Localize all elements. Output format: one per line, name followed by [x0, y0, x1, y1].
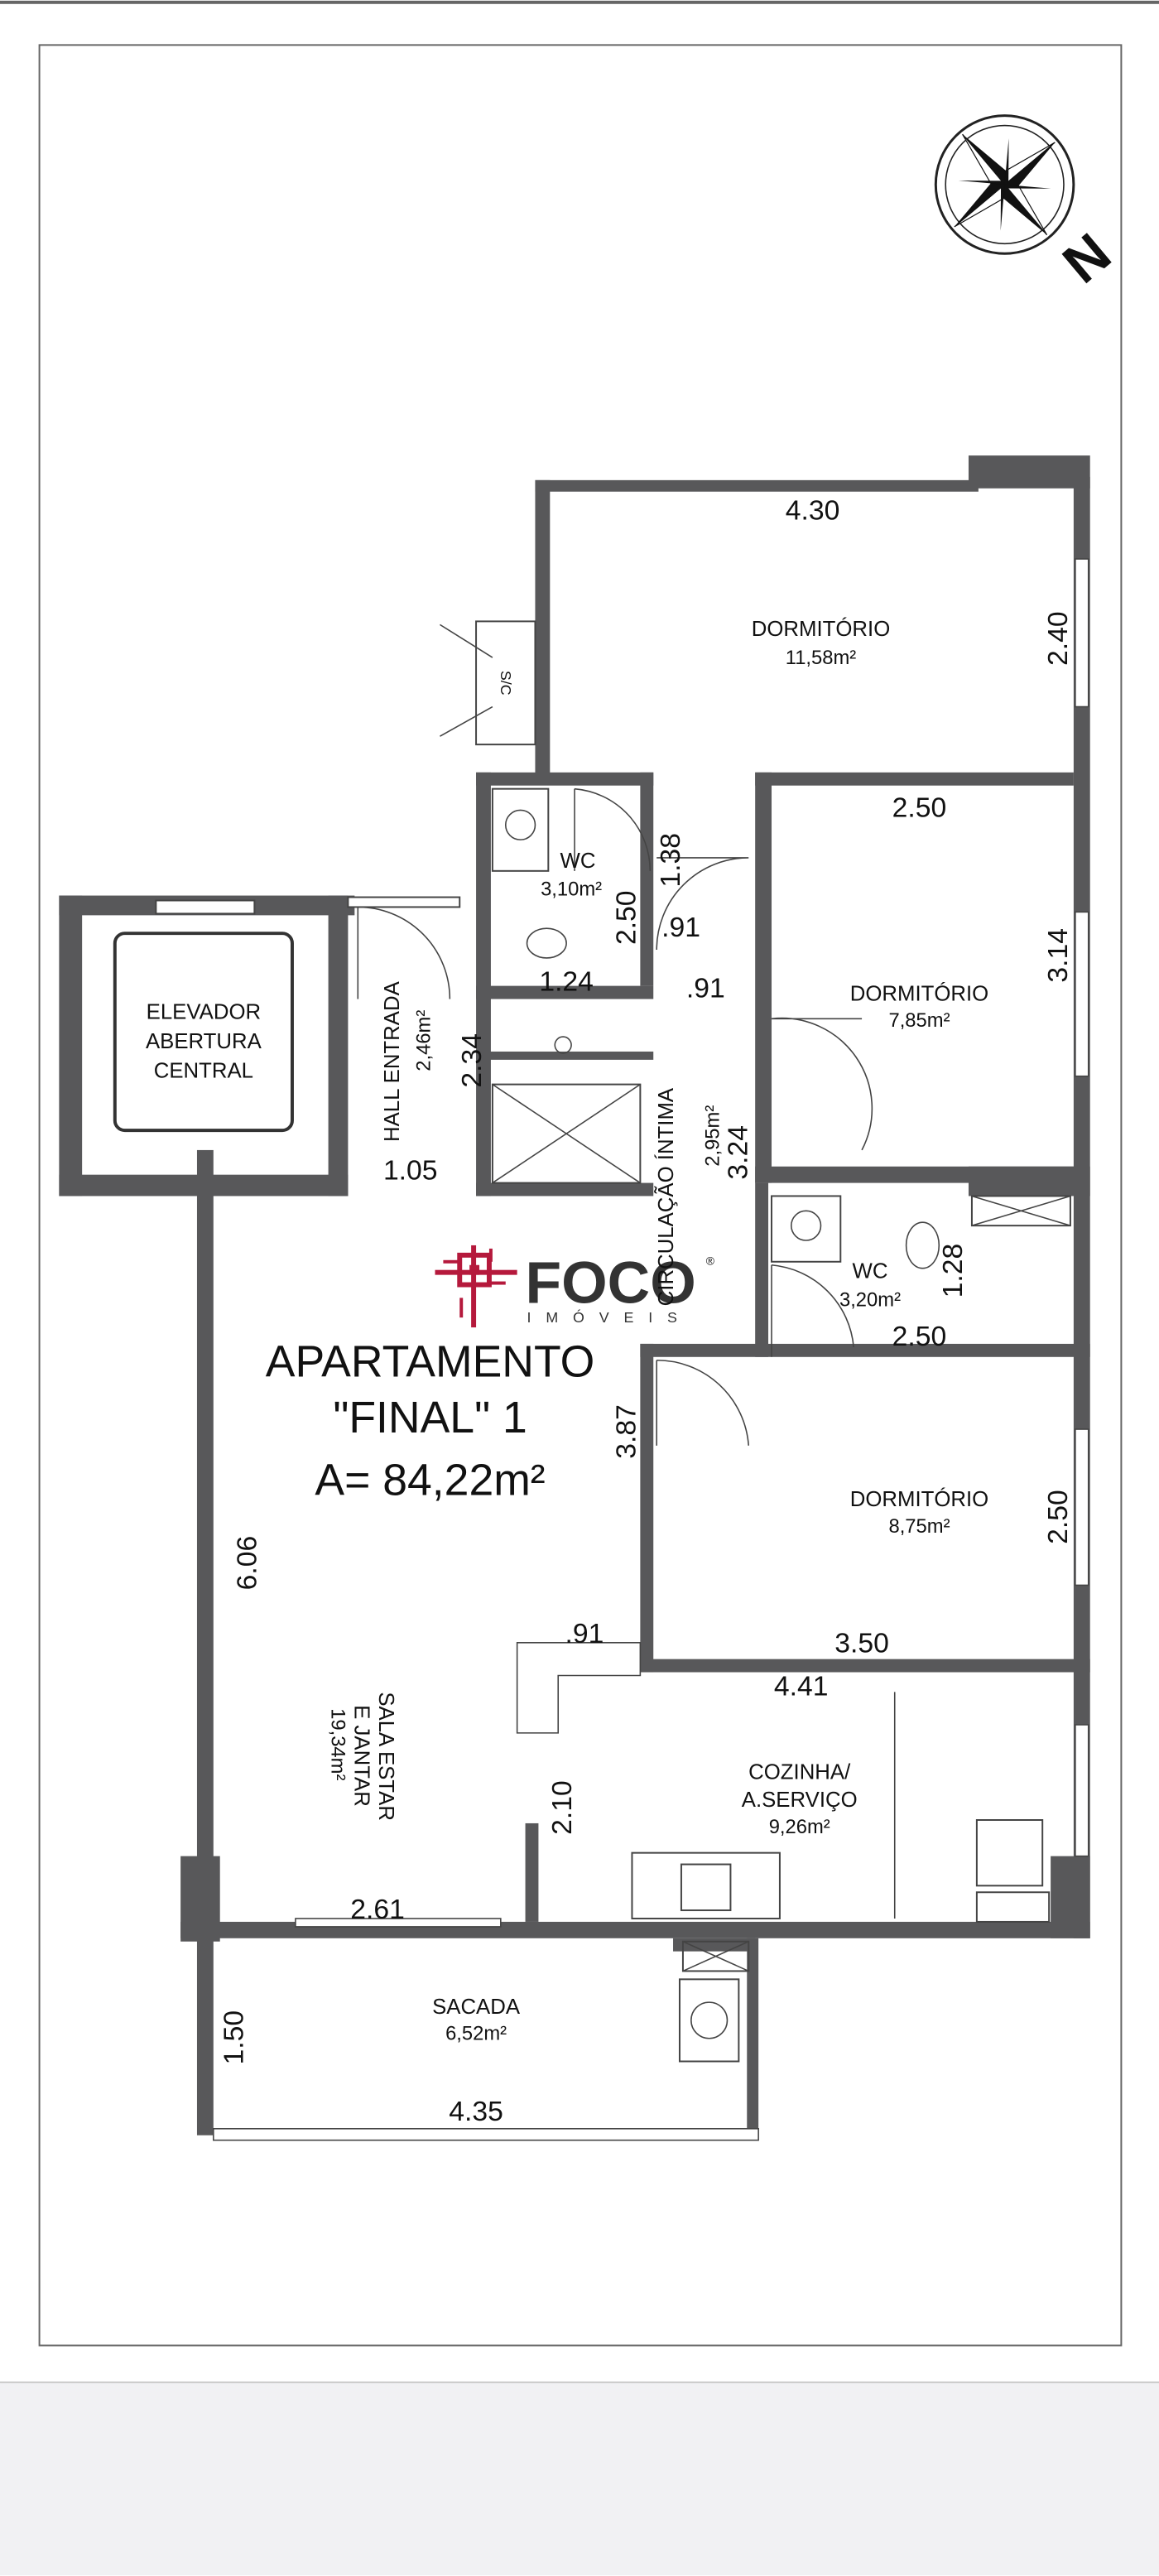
dim: 1.50 [218, 2010, 249, 2065]
dim: 2.50 [892, 792, 947, 823]
wc2-name: WC [853, 1260, 888, 1283]
dim: 3.50 [834, 1628, 889, 1659]
dim: 3.24 [722, 1125, 753, 1180]
bottom-gray-area [0, 2381, 1159, 2576]
wc1-area: 3,10m² [541, 879, 602, 901]
circ-name: CIRCULAÇÃO ÍNTIMA [654, 1087, 678, 1306]
apartment-title: APARTAMENTO [266, 1338, 595, 1387]
page-frame [38, 44, 1123, 2347]
dim: 2.50 [610, 890, 642, 945]
brand-sub: IMÓVEIS [527, 1308, 692, 1326]
dim: 4.41 [774, 1670, 829, 1702]
apartment-final: "FINAL" 1 [333, 1394, 527, 1442]
brand-name: FOCO [526, 1249, 696, 1316]
dorm3-area: 8,75m² [888, 1515, 950, 1538]
brand-registered: ® [706, 1254, 714, 1268]
dim: 4.35 [449, 2096, 503, 2127]
compass-icon [934, 114, 1075, 255]
elevator-l2: ABERTURA [146, 1030, 262, 1053]
sacada-area: 6,52m² [445, 2023, 507, 2045]
apartment-area: A= 84,22m² [315, 1456, 545, 1505]
sacada-name: SACADA [432, 1996, 521, 2019]
dim: 2.40 [1042, 611, 1074, 666]
dim: 2.10 [546, 1780, 578, 1835]
sala-area: 19,34m² [327, 1708, 349, 1780]
hall-area: 2,46m² [413, 1010, 435, 1071]
kitchen-l1: COZINHA/ [748, 1760, 851, 1784]
dim: 1.05 [383, 1155, 438, 1187]
dim: .91 [686, 973, 725, 1004]
top-border [0, 0, 1159, 4]
fixtures [113, 558, 1089, 2141]
kitchen-l2: A.SERVIÇO [742, 1789, 858, 1812]
foco-logo-mark-icon [435, 1245, 517, 1328]
elevator-l3: CENTRAL [154, 1060, 253, 1083]
dim: .91 [565, 1618, 604, 1649]
dim: 3.14 [1042, 928, 1074, 983]
dim: 1.38 [655, 833, 686, 888]
dim: 6.06 [231, 1536, 262, 1591]
sala-l1: SALA ESTAR [374, 1692, 397, 1821]
sala-l2: E JANTAR [349, 1705, 373, 1807]
brand-logo: FOCO ® IMÓVEIS [435, 1245, 714, 1328]
dorm1-name: DORMITÓRIO [752, 617, 890, 641]
hall-name: HALL ENTRADA [381, 980, 404, 1142]
dorm2-name: DORMITÓRIO [850, 981, 988, 1005]
shaft-label: S/C [498, 671, 514, 696]
wc1-name: WC [560, 850, 596, 873]
dim: 2.34 [456, 1033, 488, 1088]
dim: 2.61 [350, 1894, 405, 1925]
elevator-l1: ELEVADOR [147, 1000, 261, 1023]
circ-area: 2,95m² [702, 1105, 724, 1167]
dim: .91 [661, 912, 700, 943]
dorm3-name: DORMITÓRIO [850, 1487, 988, 1511]
dim: 1.24 [539, 966, 594, 998]
dimensions: 4.30 2.40 2.50 3.14 1.38 .91 2.50 1.24 .… [218, 494, 1073, 2126]
dim: 3.87 [610, 1404, 642, 1459]
dim: 2.50 [892, 1321, 947, 1352]
wc2-area: 3,20m² [839, 1288, 901, 1311]
dorm2-area: 7,85m² [888, 1009, 950, 1032]
dim: 2.50 [1042, 1490, 1074, 1544]
dorm1-area: 11,58m² [786, 647, 857, 669]
kitchen-area: 9,26m² [769, 1816, 830, 1838]
dim: 4.30 [786, 494, 840, 526]
dim: 1.28 [937, 1244, 969, 1298]
